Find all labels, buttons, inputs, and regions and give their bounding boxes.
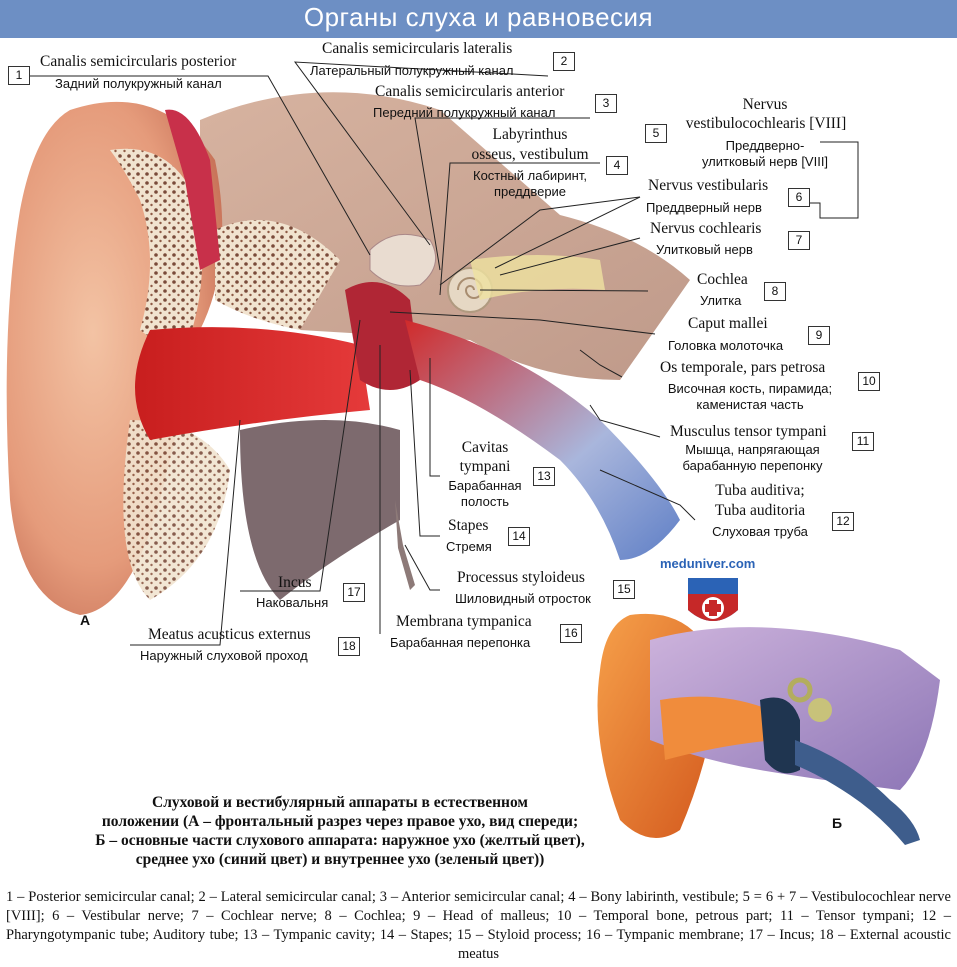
b-tube	[795, 740, 920, 845]
cartilage-shape	[110, 148, 203, 360]
figure-b	[597, 613, 940, 845]
b-canal-ring	[787, 677, 813, 703]
label-russian: барабанную перепонку	[682, 458, 823, 473]
label-number: 16	[560, 624, 582, 643]
label-russian: Головка молоточка	[668, 338, 784, 353]
label-russian: Наружный слуховой проход	[140, 648, 308, 663]
label-latin: osseus, vestibulum	[471, 146, 589, 163]
label-number: 14	[508, 527, 530, 546]
label-number: 13	[533, 467, 555, 486]
label-russian: Мышца, напрягающая	[685, 442, 820, 457]
label-russian: Стремя	[446, 539, 492, 554]
label-russian: полость	[460, 494, 510, 509]
middle-ear-shape	[345, 282, 420, 390]
label-number: 5	[645, 124, 667, 143]
label-russian: улитковый нерв [VIII]	[701, 154, 829, 169]
label-latin: Canalis semicircularis lateralis	[322, 40, 513, 57]
figure-a	[6, 92, 690, 616]
label-russian: Латеральный полукружный канал	[310, 63, 514, 78]
page-title: Органы слуха и равновесия	[303, 2, 654, 32]
label-number: 9	[808, 326, 830, 345]
label-latin: Tuba auditiva;	[715, 482, 805, 499]
label-number: 12	[832, 512, 854, 531]
label-number: 10	[858, 372, 880, 391]
title-bar: Органы слуха и равновесия	[0, 0, 957, 38]
label-number: 7	[788, 231, 810, 250]
label-latin: Membrana tympanica	[396, 613, 532, 630]
label-russian: каменистая часть	[696, 397, 804, 412]
caption-line: Б – основные части слухового аппарата: н…	[95, 832, 585, 849]
mastoid-shape	[240, 420, 400, 600]
label-russian: Улитка	[700, 293, 742, 308]
label-number: 2	[553, 52, 575, 71]
label-latin: Stapes	[448, 517, 489, 534]
styloid-process-shape	[395, 500, 415, 590]
label-russian: Преддверный нерв	[646, 200, 762, 215]
label-russian: Костный лабиринт,	[473, 168, 587, 183]
label-latin: Cochlea	[697, 271, 748, 288]
b-temporal	[650, 627, 940, 790]
footnote: 1 – Posterior semicircular canal; 2 – La…	[6, 889, 951, 962]
label-russian: Задний полукружный канал	[55, 76, 222, 91]
label-russian: Барабанная	[448, 478, 522, 493]
label-russian: Височная кость, пирамида;	[667, 381, 833, 396]
label-number: 1	[8, 66, 30, 85]
auditory-tube-shape	[405, 320, 680, 560]
spongy-bone-shape	[215, 220, 340, 330]
label-russian: Передний полукружный канал	[373, 105, 556, 120]
label-russian: Барабанная перепонка	[390, 635, 531, 650]
label-latin: Nervus cochlearis	[650, 220, 762, 237]
label-russian: преддверие	[493, 184, 567, 199]
caption: Слуховой и вестибулярный аппараты в есте…	[40, 793, 640, 869]
label-latin: vestibulocochlearis [VIII]	[685, 115, 847, 132]
meduniver-logo	[688, 578, 738, 621]
label-latin: Nervus	[742, 96, 788, 113]
label-latin: Meatus acusticus externus	[148, 626, 311, 643]
label-number: 18	[338, 637, 360, 656]
label-russian: Улитковый нерв	[656, 242, 753, 257]
label-latin: Processus styloideus	[457, 569, 585, 586]
label-number: 8	[764, 282, 786, 301]
label-latin: tympani	[459, 458, 511, 475]
label-number: 4	[606, 156, 628, 175]
label-latin: Os temporale, pars petrosa	[660, 359, 826, 376]
external-meatus-shape	[135, 327, 370, 440]
nerve-shape	[470, 255, 605, 300]
label-latin: Labyrinthus	[492, 126, 568, 143]
vestibule-shape	[369, 233, 437, 287]
lobule-shape	[123, 420, 230, 600]
label-number: 17	[343, 583, 365, 602]
muscle-band-shape	[165, 109, 220, 270]
label-latin: Incus	[278, 574, 312, 591]
b-canal	[660, 696, 775, 760]
label-number: 3	[595, 94, 617, 113]
brand-text: meduniver.com	[660, 556, 756, 571]
b-cochlea	[808, 698, 832, 722]
label-russian: Преддверно-	[725, 138, 805, 153]
label-number: 15	[613, 580, 635, 599]
label-latin: Nervus vestibularis	[648, 177, 769, 194]
label-latin: Canalis semicircularis anterior	[375, 83, 565, 100]
figure-letter-a: А	[80, 612, 91, 628]
label-latin: Cavitas	[461, 439, 509, 456]
label-russian: Слуховая труба	[712, 524, 808, 539]
label-number: 11	[852, 432, 874, 451]
b-middle-ear	[760, 697, 800, 774]
label-latin: Caput mallei	[688, 315, 768, 332]
label-latin: Canalis semicircularis posterior	[40, 53, 237, 70]
caption-line: положении (А – фронтальный разрез через …	[101, 813, 579, 830]
label-russian: Наковальня	[256, 595, 329, 610]
leader-lines	[30, 61, 859, 646]
label-latin: Tuba auditoria	[714, 502, 806, 519]
temporal-bone-shape	[200, 92, 690, 380]
label-latin: Musculus tensor tympani	[670, 423, 827, 440]
caption-line: среднее ухо (синий цвет) и внутреннее ух…	[135, 851, 545, 868]
label-number: 6	[788, 188, 810, 207]
figure-letter-b: Б	[832, 815, 843, 831]
caption-line: Слуховой и вестибулярный аппараты в есте…	[152, 794, 528, 811]
label-russian: Шиловидный отросток	[455, 591, 591, 606]
